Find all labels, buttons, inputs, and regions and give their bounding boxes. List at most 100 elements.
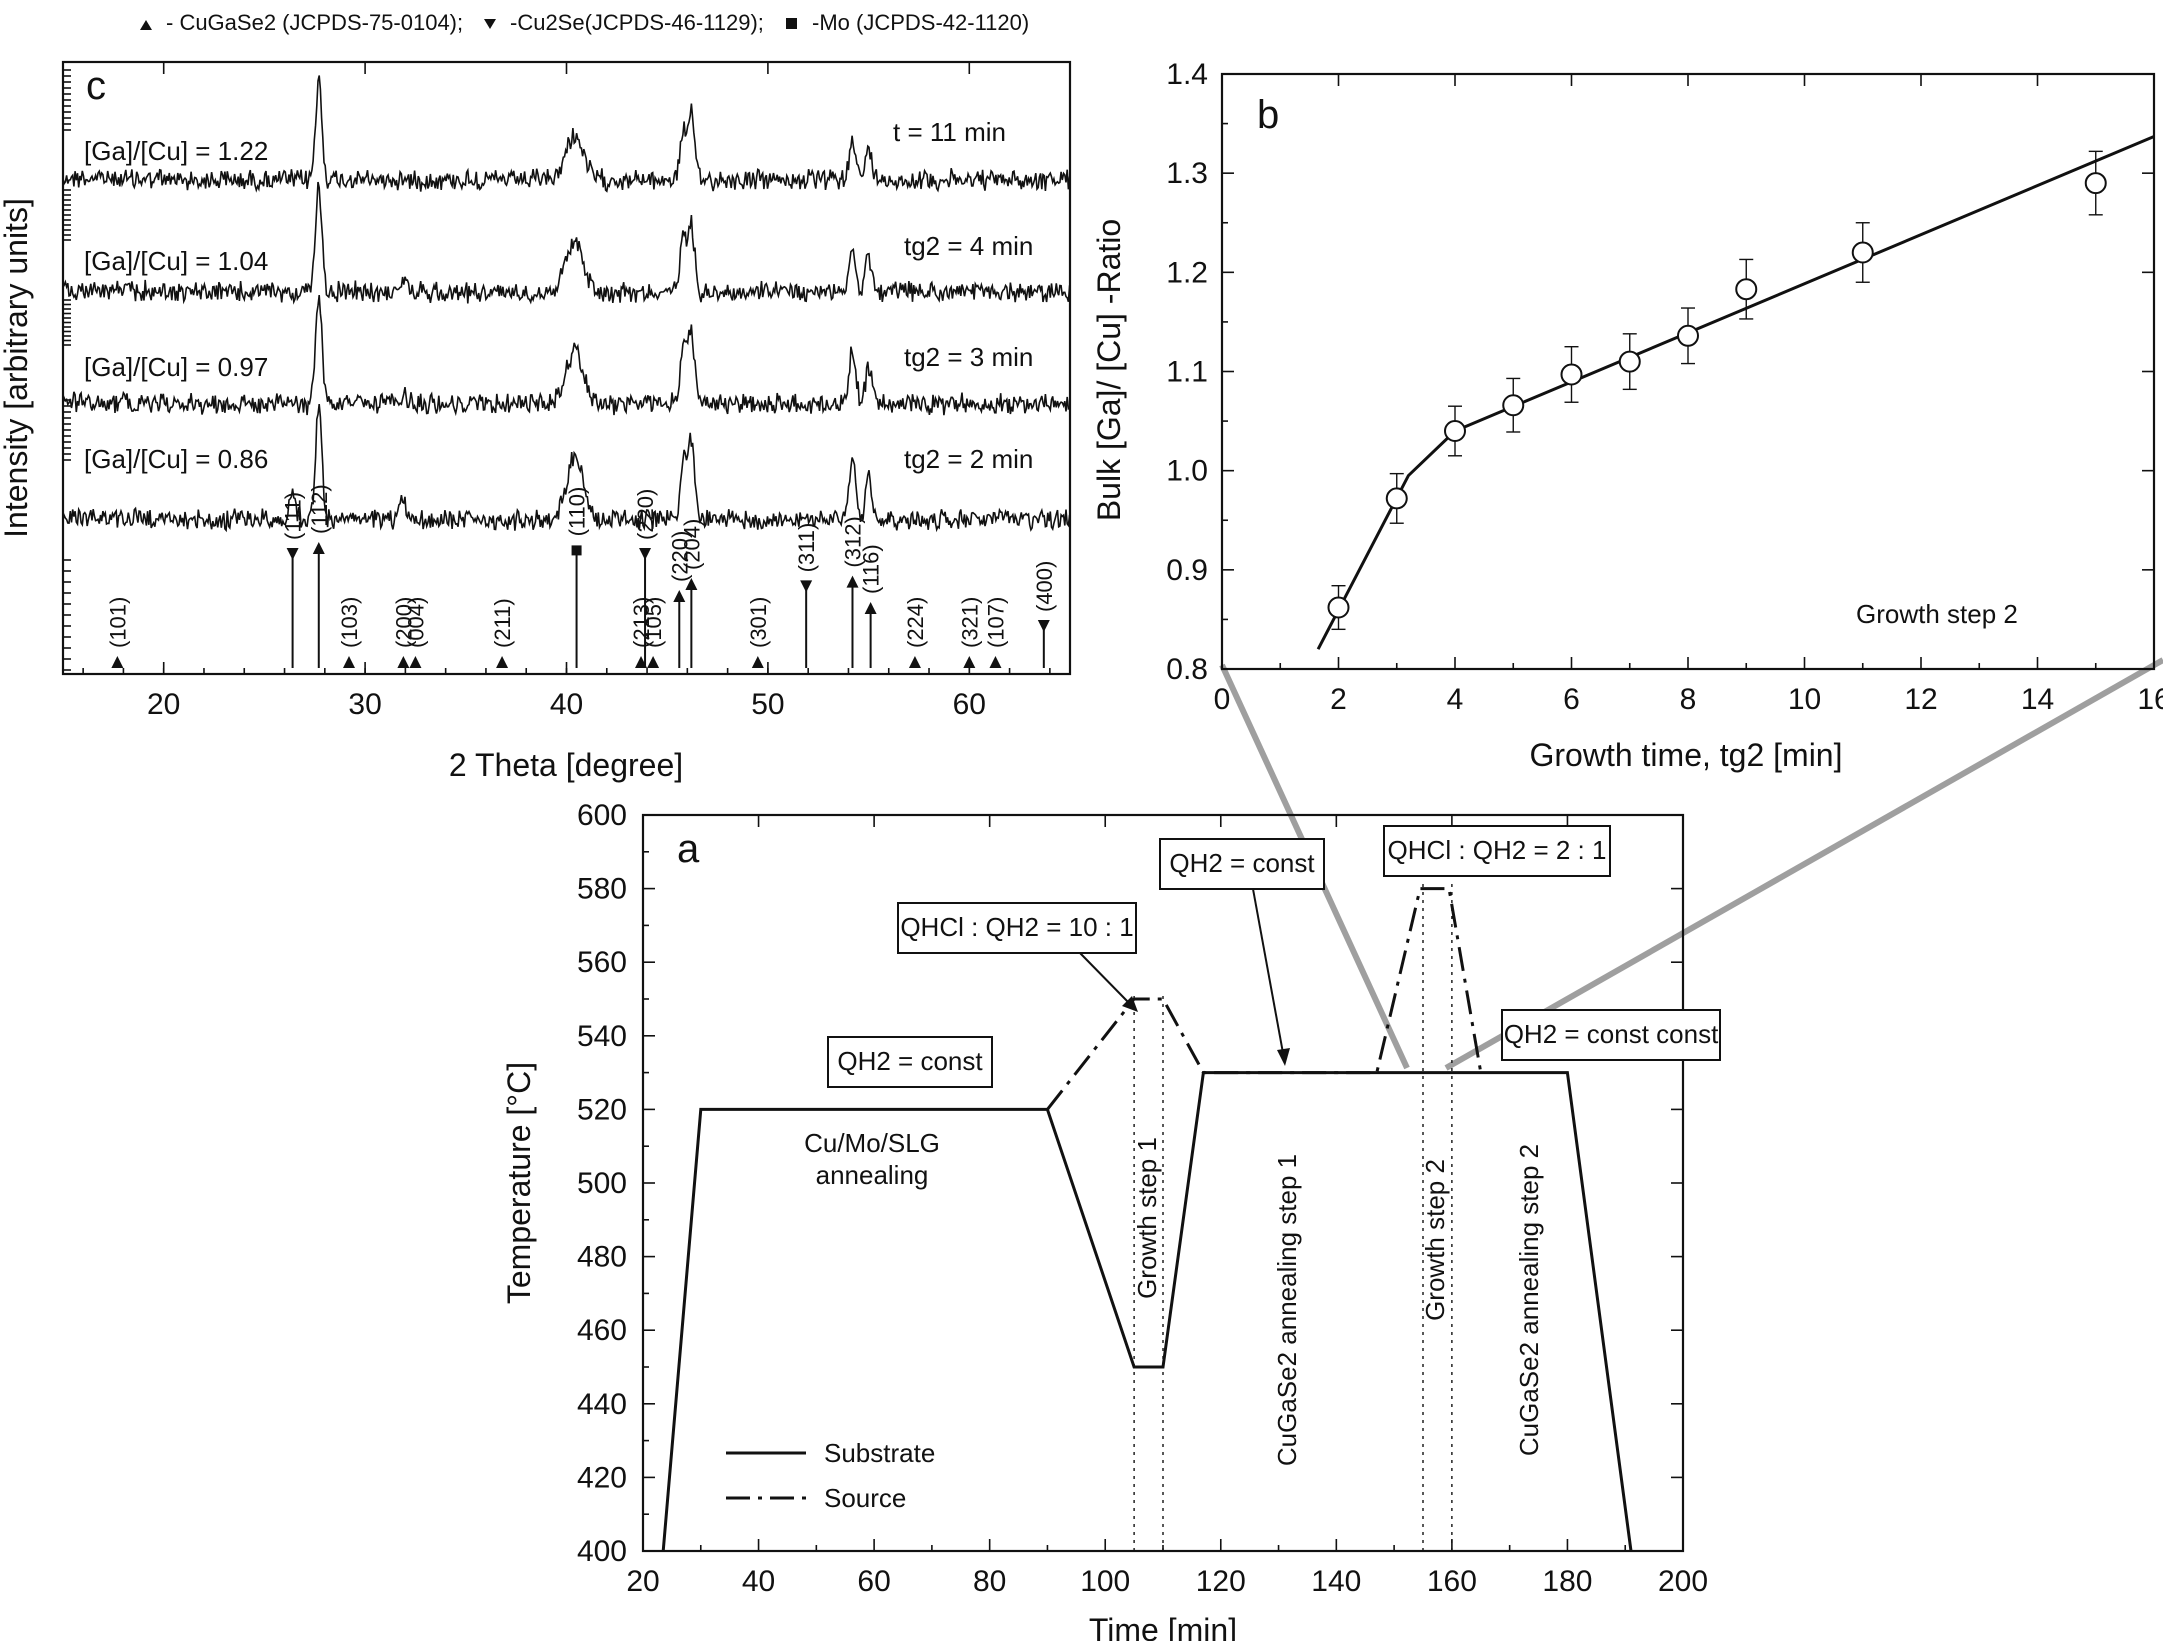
box-arrows: [1079, 888, 1290, 1066]
c-ratio-label-2: [Ga]/[Cu] = 1.04: [84, 246, 268, 276]
box-qh2-1-text: QH2 = const: [837, 1046, 983, 1076]
a-x-tick-label: 80: [973, 1565, 1006, 1598]
cugase2-marker-icon: [111, 656, 124, 668]
panel-a-lines: [661, 881, 1633, 1552]
b-x-tick-label: 12: [1904, 683, 1937, 716]
b-y-tick-label: 1.0: [1166, 455, 1208, 488]
cugase2-marker-icon: [496, 656, 509, 668]
data-point: [2084, 172, 2107, 195]
reference-label: (105): [641, 597, 666, 648]
reference-label: (200): [391, 597, 416, 648]
box-qh2-3-frame: [1501, 1009, 1721, 1061]
reference-label: (111): [281, 492, 306, 540]
c-ratio-label-3: [Ga]/[Cu] = 0.97: [84, 352, 268, 382]
cugase2-marker-icon: [647, 656, 660, 668]
a-y-tick-label: 580: [577, 873, 627, 906]
reference-label: (311): [794, 523, 819, 573]
cu2se-marker-icon: [286, 548, 299, 560]
panel-c-series-labels: [Ga]/[Cu] = 1.22 t = 11 min [Ga]/[Cu] = …: [84, 117, 1033, 474]
c-x-tick-label: 50: [751, 688, 784, 721]
panel-a-legend: Substrate Source: [726, 1438, 935, 1513]
b-x-tick-label: 10: [1788, 683, 1821, 716]
source-line: [1046, 887, 1483, 1111]
panel-c-letter: c: [86, 64, 106, 108]
box-qh2-2-frame: [1159, 838, 1325, 890]
c-x-tick-label: 20: [147, 688, 180, 721]
c-x-tick-label: 60: [953, 688, 986, 721]
c-x-tick-label: 30: [348, 688, 381, 721]
cugase2-marker-icon: [963, 656, 976, 668]
panel-a-xlabel: Time [min]: [1089, 1612, 1237, 1641]
c-ratio-label-1: [Ga]/[Cu] = 1.22: [84, 136, 268, 166]
c-time-label-2: tg2 = 4 min: [904, 231, 1033, 261]
cugase2-marker-icon: [685, 578, 698, 590]
a-y-tick-label: 460: [577, 1314, 627, 1347]
panel-a-letter: a: [677, 827, 700, 871]
c-x-tick-label: 40: [550, 688, 583, 721]
cugase2-anneal-1-text: CuGaSe2 annealing step 1: [1272, 1154, 1302, 1466]
a-x-tick-label: 180: [1542, 1565, 1592, 1598]
xrd-trace: [62, 181, 1071, 305]
cugase2-marker-icon: [342, 656, 355, 668]
panel-b-ylabel: Bulk [Ga]/ [Cu] -Ratio: [1091, 219, 1127, 521]
panel-b-xlabel: Growth time, tg2 [min]: [1530, 737, 1843, 773]
data-point: [1618, 350, 1641, 373]
a-y-tick-label: 540: [577, 1020, 627, 1053]
cugase2-marker-icon: [140, 20, 152, 30]
reference-label: (112): [307, 484, 332, 534]
xrd-trace: [62, 404, 1071, 533]
cugase2-marker-icon: [635, 656, 648, 668]
substrate-line: [661, 1071, 1633, 1552]
reference-label: (103): [337, 597, 362, 648]
box-qh2-3: QH2 = const const: [1501, 1009, 1721, 1061]
cugase2-marker-icon: [989, 656, 1002, 668]
panel-c-ylabel: Intensity [arbitrary units]: [0, 198, 34, 538]
panel-b-letter: b: [1257, 93, 1279, 137]
b-x-tick-label: 2: [1330, 683, 1347, 716]
box-qhcl-10-text: QHCl : QH2 = 10 : 1: [900, 912, 1133, 942]
a-x-tick-label: 120: [1196, 1565, 1246, 1598]
cugase2-marker-icon: [409, 656, 422, 668]
reference-label: (213): [629, 597, 654, 648]
a-x-tick-label: 20: [626, 1565, 659, 1598]
cugase2-marker-icon: [397, 656, 410, 668]
a-y-tick-label: 440: [577, 1388, 627, 1421]
reference-label: (110): [565, 487, 590, 537]
b-x-tick-label: 16: [2137, 683, 2163, 716]
a-y-tick-label: 520: [577, 1093, 627, 1126]
cu2se-marker-icon: [800, 580, 813, 593]
b-y-tick-label: 1.2: [1166, 256, 1208, 289]
a-x-tick-label: 160: [1427, 1565, 1477, 1598]
b-x-tick-label: 6: [1563, 683, 1580, 716]
panel-c-ticks: 20 30 40 50 60: [63, 62, 1051, 721]
top-legend-cugase2: - CuGaSe2 (JCPDS-75-0104);: [166, 10, 463, 35]
box-qh2-2: QH2 = const: [1159, 838, 1325, 890]
a-y-tick-label: 480: [577, 1241, 627, 1274]
xrd-trace: [62, 75, 1071, 193]
box-qhcl-10-frame: [897, 902, 1137, 954]
reference-label: (101): [105, 597, 130, 648]
growth-step-1-text: Growth step 1: [1132, 1137, 1162, 1299]
a-y-tick-label: 560: [577, 946, 627, 979]
cugase2-marker-icon: [673, 590, 686, 602]
cugase2-marker-icon: [751, 656, 764, 668]
a-y-tick-label: 500: [577, 1167, 627, 1200]
reference-label: (204): [679, 519, 704, 570]
data-point: [1735, 278, 1758, 301]
panel-b-data: [1316, 135, 2155, 650]
mo-marker-icon: [571, 545, 582, 556]
data-point: [1851, 241, 1874, 264]
b-x-tick-label: 4: [1447, 683, 1464, 716]
b-x-tick-label: 0: [1214, 683, 1231, 716]
reference-label: (220): [633, 489, 658, 540]
panel-c-traces: [62, 75, 1071, 533]
panel-b-frame: [1220, 72, 2156, 671]
data-point: [1677, 324, 1699, 347]
data-point: [1385, 487, 1408, 510]
reference-label: (400): [1032, 561, 1057, 612]
data-point: [1327, 596, 1350, 619]
reference-label: (312): [840, 516, 865, 567]
